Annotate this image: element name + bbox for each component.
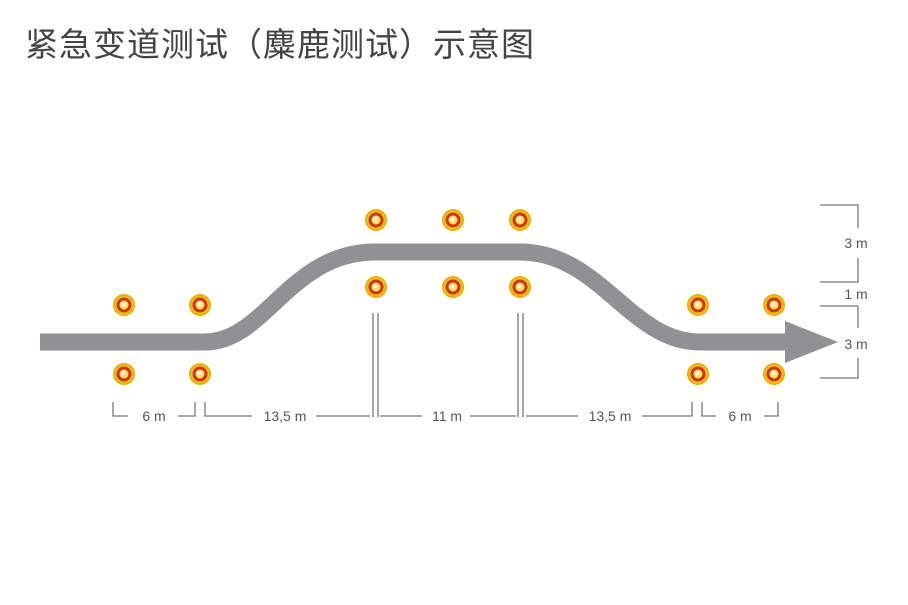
dim-label-11m: 11 m bbox=[432, 408, 462, 424]
traffic-cone-icon bbox=[509, 209, 531, 231]
traffic-cone-icon bbox=[687, 363, 709, 385]
dim-bracket-1 bbox=[112, 402, 196, 417]
dim-label-6m-left: 6 m bbox=[142, 408, 165, 424]
dim-bracket-5 bbox=[701, 402, 779, 417]
dim-label-13-5m-right: 13,5 m bbox=[589, 408, 632, 424]
dim-bracket-v1 bbox=[820, 204, 859, 283]
vertical-dimensions: 3 m 1 m 3 m bbox=[820, 204, 868, 379]
arrow-head-icon bbox=[785, 321, 838, 363]
traffic-cone-icon bbox=[442, 209, 464, 231]
vehicle-path bbox=[40, 243, 838, 363]
traffic-cone-icon bbox=[442, 276, 464, 298]
traffic-cone-icon bbox=[763, 363, 785, 385]
dim-bracket-4 bbox=[526, 402, 693, 417]
path-curve bbox=[40, 243, 790, 351]
dim-label-6m-right: 6 m bbox=[728, 408, 751, 424]
dim-label-1m: 1 m bbox=[844, 286, 867, 302]
traffic-cone-icon bbox=[113, 363, 135, 385]
horizontal-dimensions: 6 m 13,5 m 11 m 13,5 m 6 m bbox=[112, 402, 779, 424]
dim-bracket-v3 bbox=[820, 306, 859, 379]
traffic-cone-icon bbox=[189, 363, 211, 385]
traffic-cone-icon bbox=[763, 294, 785, 316]
diagram-title: 紧急变道测试（麋鹿测试）示意图 bbox=[25, 25, 535, 64]
dim-bracket-2 bbox=[204, 402, 370, 417]
traffic-cone-icon bbox=[113, 294, 135, 316]
traffic-cone-icon bbox=[365, 276, 387, 298]
dim-label-3m-top: 3 m bbox=[844, 235, 867, 251]
traffic-cone-icon bbox=[189, 294, 211, 316]
boundary-lines bbox=[372, 313, 524, 417]
dim-label-13-5m-left: 13,5 m bbox=[264, 408, 307, 424]
traffic-cone-icon bbox=[365, 209, 387, 231]
traffic-cone-icon bbox=[687, 294, 709, 316]
cones-group bbox=[113, 209, 785, 385]
traffic-cone-icon bbox=[509, 276, 531, 298]
dim-label-3m-bottom: 3 m bbox=[844, 336, 867, 352]
